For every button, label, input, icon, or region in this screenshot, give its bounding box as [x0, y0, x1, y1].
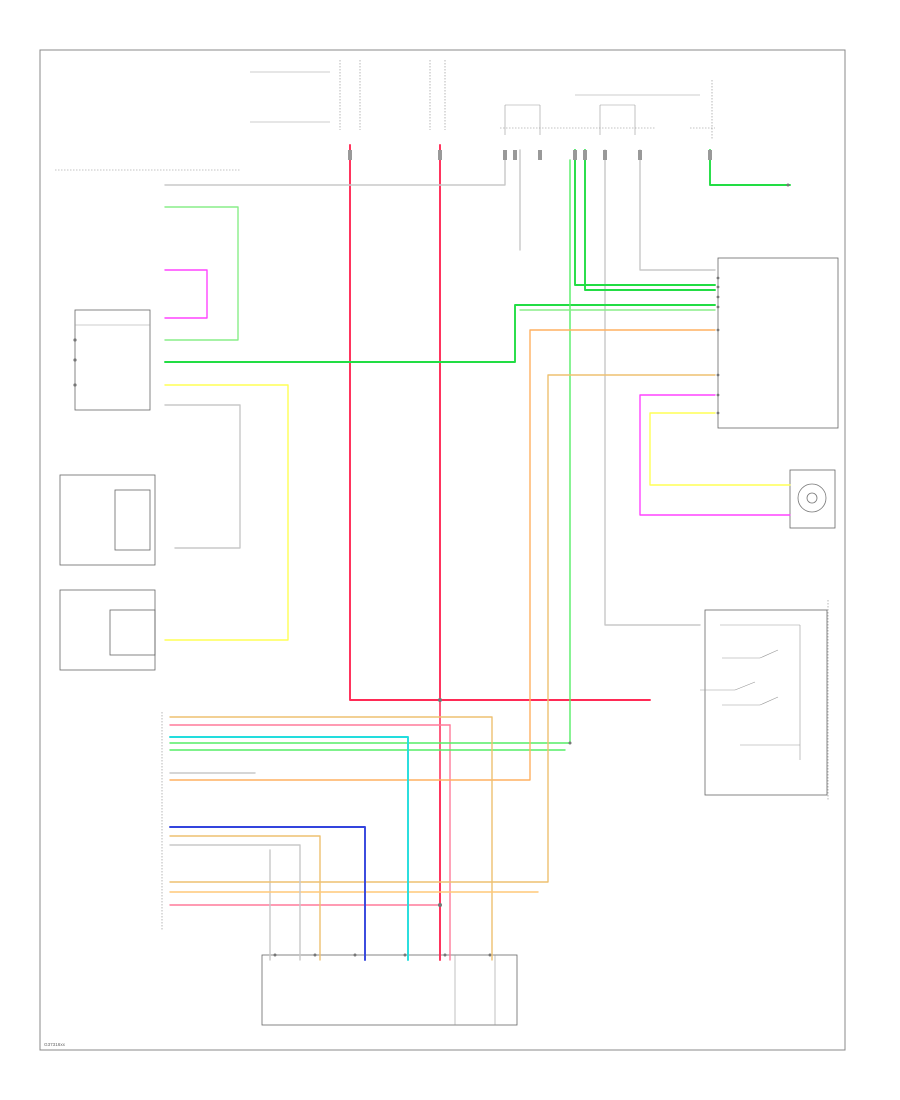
body-control-module-left [59, 589, 156, 671]
diagram-frame [39, 49, 846, 1051]
wire-tan-1 [169, 716, 493, 961]
wire-green-4 [584, 149, 716, 291]
wire-cyan-1 [169, 736, 409, 961]
engine-control-module [716, 257, 839, 429]
top-fuse-block-left [250, 60, 361, 130]
wire-gray-3 [604, 149, 701, 626]
wire-gray-1 [164, 159, 506, 186]
wire-green-2 [164, 304, 716, 363]
cruise-control-switch [700, 600, 829, 800]
wire-gray-stub-2 [169, 844, 301, 961]
wire-tan-2 [169, 835, 321, 961]
top-connector-ticks [348, 150, 712, 160]
splice-dots [438, 183, 790, 907]
left-connector-stack [55, 169, 240, 411]
wire-green-3 [574, 149, 716, 286]
wire-blue-1 [169, 826, 366, 961]
wire-orange-1 [169, 329, 716, 781]
wire-magenta-2 [639, 394, 791, 516]
wire-yellow-2 [649, 412, 791, 486]
wire-red-main [349, 144, 651, 701]
wire-gray-5 [639, 149, 716, 271]
wire-yellow-1 [164, 384, 289, 641]
wire-green-7 [709, 149, 791, 186]
wire-green-1 [164, 206, 239, 341]
accelerator-pedal-sensor [261, 953, 518, 1026]
instrument-cluster [59, 474, 156, 566]
wire-gray-4 [164, 404, 241, 549]
wire-orange-2 [169, 374, 716, 883]
top-fuse-block-center [429, 60, 446, 130]
top-splice-pack [500, 94, 715, 135]
wire-magenta-1 [164, 269, 208, 319]
diagram-id: G37316xx [44, 1042, 66, 1047]
brake-pedal-sensor [789, 469, 836, 529]
wire-green-5 [169, 159, 571, 744]
